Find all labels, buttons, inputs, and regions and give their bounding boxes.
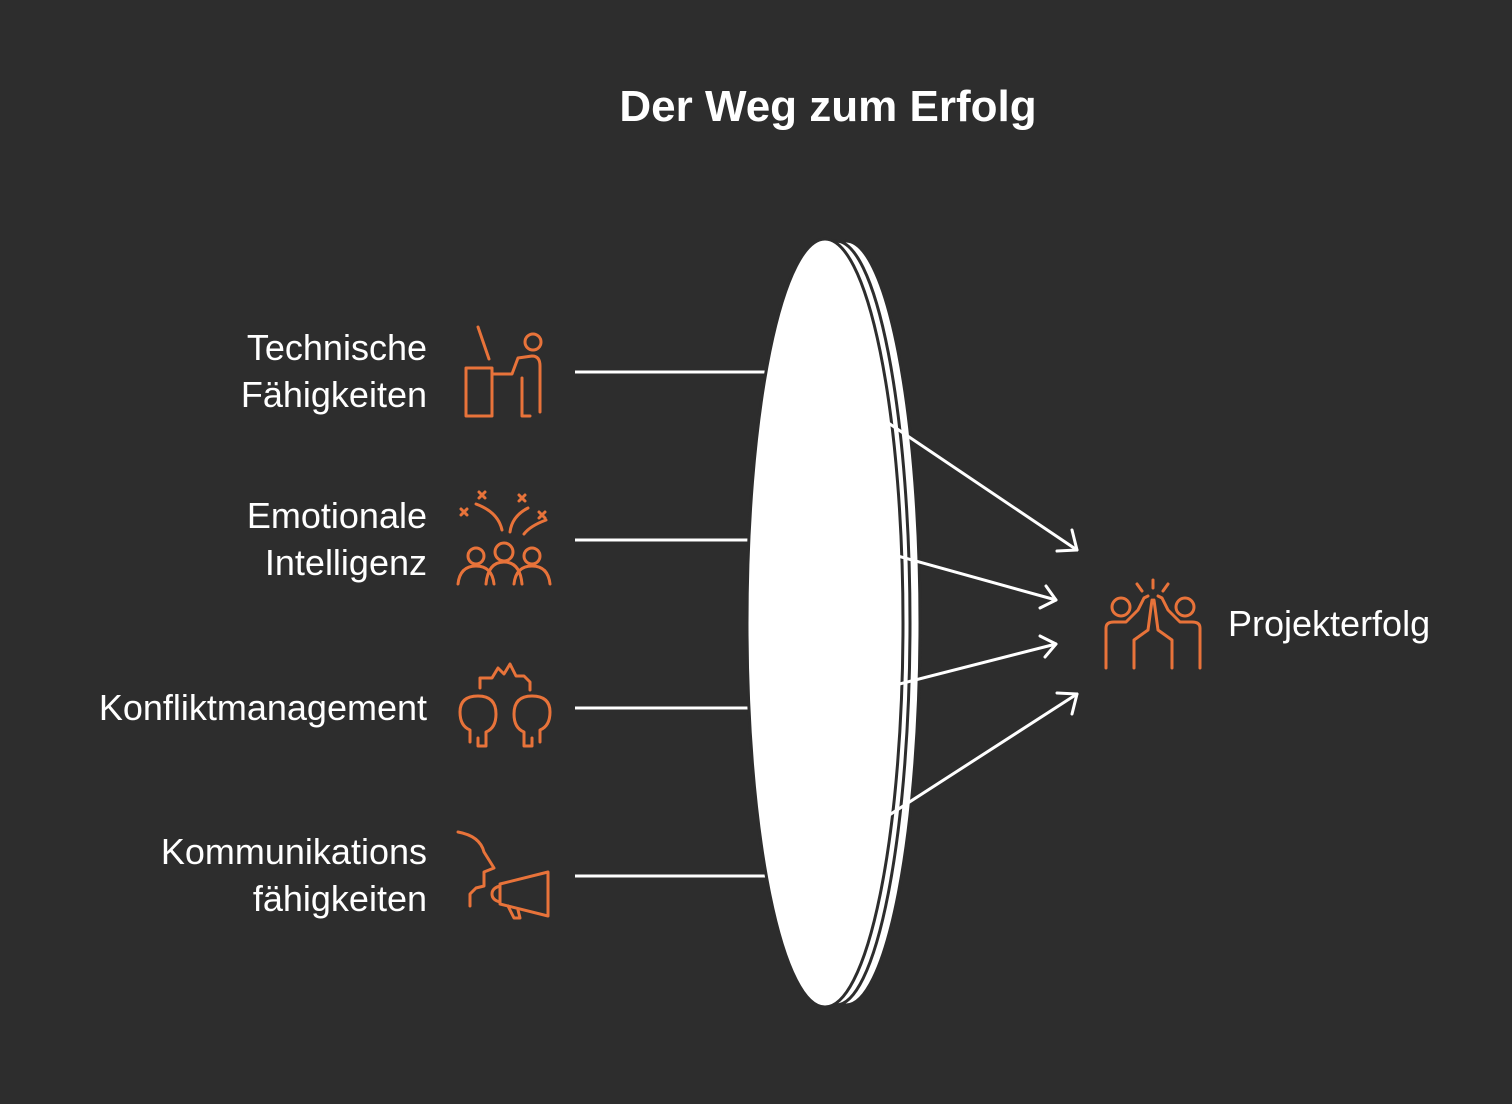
input-label-technical: Technische Fähigkeiten <box>241 324 427 418</box>
input-label-line: Emotionale <box>246 495 427 536</box>
input-label-emotional: Emotionale Intelligenz <box>247 492 427 586</box>
output-arrows <box>864 406 1079 832</box>
celebrating-group-icon <box>456 490 552 586</box>
lens-front-layer <box>745 237 905 1009</box>
high-five-icon <box>1104 578 1202 670</box>
lens-shape <box>745 237 922 1009</box>
output-arrow-line <box>874 642 1058 692</box>
input-label-line: fähigkeiten <box>252 878 427 919</box>
output-arrow-line <box>874 548 1058 602</box>
input-label-line: Konfliktmanagement <box>98 687 427 728</box>
output-arrowhead <box>1038 634 1058 659</box>
conflict-heads-icon <box>458 662 552 748</box>
output-arrowhead <box>1055 691 1079 716</box>
output-arrow-line <box>864 692 1079 832</box>
input-label-line: Fähigkeiten <box>240 374 427 415</box>
diagram-title: Der Weg zum Erfolg <box>619 82 1037 131</box>
output-label: Projekterfolg <box>1228 603 1431 644</box>
megaphone-speaker-icon <box>456 830 550 920</box>
output-arrowhead <box>1038 584 1058 610</box>
input-label-conflict: Konfliktmanagement <box>99 684 427 731</box>
input-label-line: Intelligenz <box>264 542 427 583</box>
output-arrowhead <box>1055 528 1079 553</box>
input-label-line: Kommunikations <box>160 831 427 872</box>
output-arrow-line <box>864 406 1079 552</box>
input-label-line: Technische <box>246 327 427 368</box>
presenter-at-desk-icon <box>464 325 543 418</box>
input-label-communication: Kommunikations fähigkeiten <box>161 828 427 922</box>
